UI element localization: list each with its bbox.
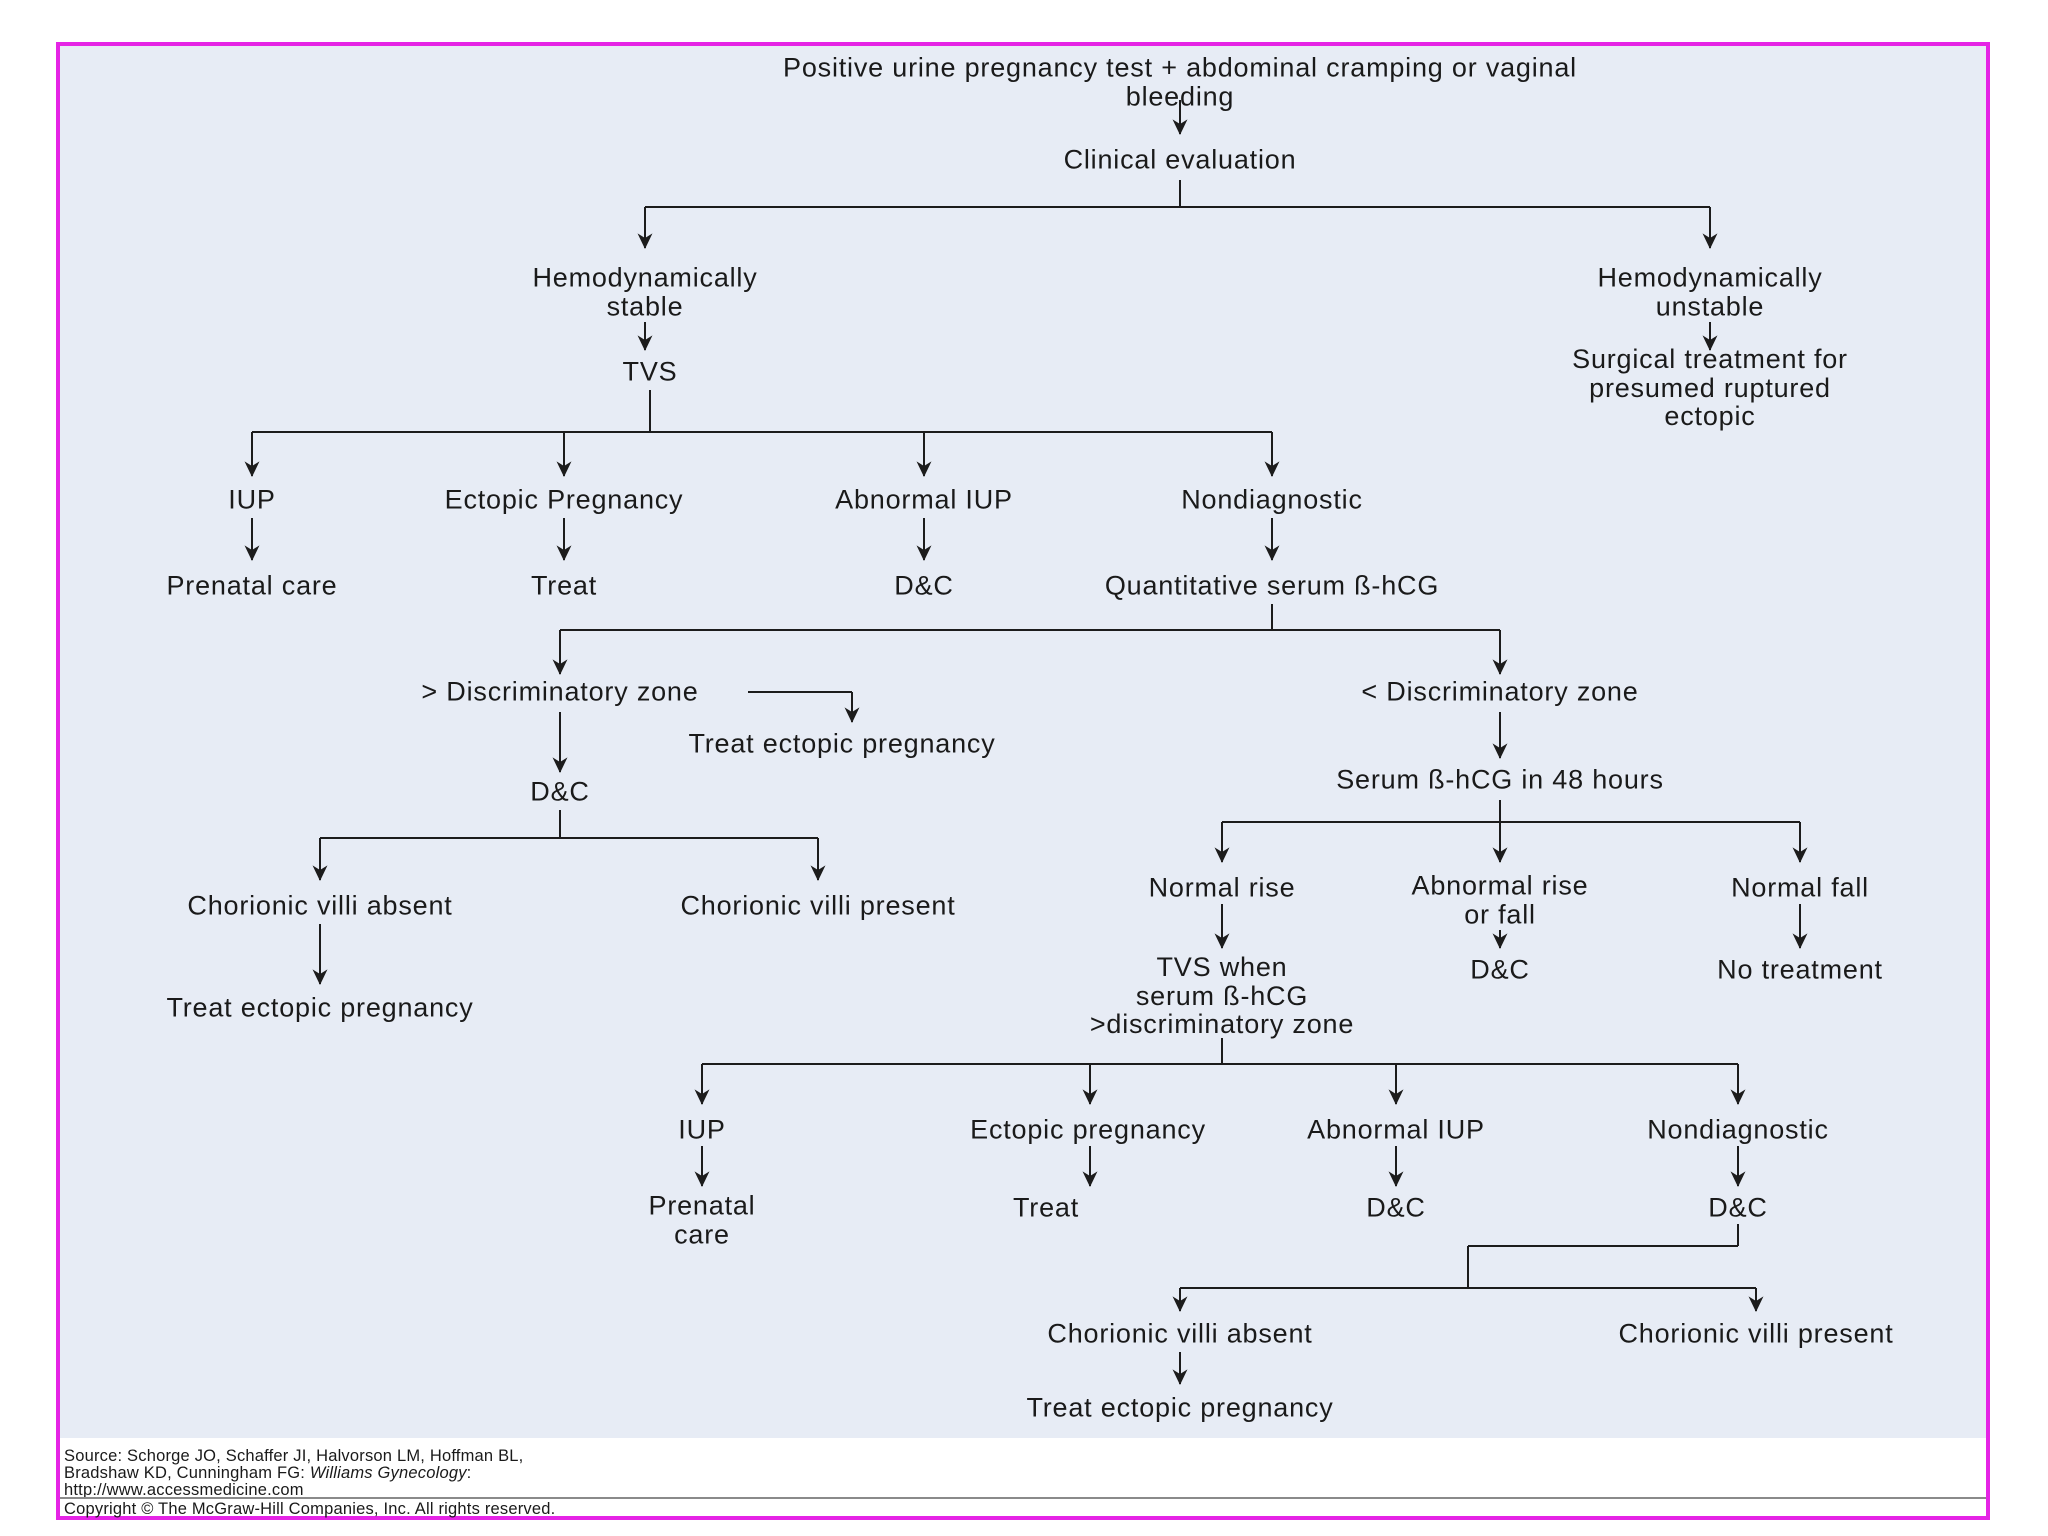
node-prenatal-care-1: Prenatal care (166, 570, 338, 601)
node-tvs-when: TVS when serum ß-hCG >discriminatory zon… (1089, 952, 1355, 1040)
node-treat-ectopic-2: Treat ectopic pregnancy (1026, 1392, 1334, 1423)
node-chorionic-villi-absent-2: Chorionic villi absent (1047, 1318, 1313, 1349)
node-dc-2: D&C (530, 776, 590, 807)
source-line-1: Source: Schorge JO, Schaffer JI, Halvors… (64, 1447, 524, 1465)
node-surgical-treatment: Surgical treatment for presumed ruptured… (1572, 344, 1848, 432)
node-dc-4: D&C (1366, 1192, 1426, 1223)
copyright-line: Copyright © The McGraw-Hill Companies, I… (64, 1500, 556, 1518)
node-gt-discriminatory-zone: > Discriminatory zone (421, 676, 699, 707)
connector-lines (244, 100, 1808, 1386)
node-iup-1: IUP (228, 484, 276, 515)
node-iup-2: IUP (678, 1114, 726, 1145)
node-start-condition: Positive urine pregnancy test + abdomina… (783, 52, 1577, 111)
node-chorionic-villi-absent-1: Chorionic villi absent (187, 890, 453, 921)
node-chorionic-villi-present-1: Chorionic villi present (680, 890, 956, 921)
flowchart-panel-background (60, 46, 1986, 1438)
node-clinical-evaluation: Clinical evaluation (1063, 144, 1297, 175)
source-url: http://www.accessmedicine.com (64, 1481, 304, 1499)
copyright-divider (60, 1497, 1986, 1499)
node-ectopic-pregnancy-2: Ectopic pregnancy (970, 1114, 1206, 1145)
source-line-2-suffix: : (466, 1464, 472, 1482)
source-line-2-prefix: Bradshaw KD, Cunningham FG: (64, 1464, 310, 1482)
node-quantitative-serum-bhcg: Quantitative serum ß-hCG (1104, 570, 1440, 601)
node-treat-2: Treat (1012, 1192, 1080, 1223)
node-hemodynamically-unstable: Hemodynamically unstable (1597, 262, 1823, 321)
node-no-treatment: No treatment (1717, 954, 1883, 985)
node-ectopic-pregnancy-1: Ectopic Pregnancy (444, 484, 684, 515)
node-tvs: TVS (622, 356, 678, 387)
node-hemodynamically-stable: Hemodynamically stable (532, 262, 758, 321)
node-chorionic-villi-present-2: Chorionic villi present (1618, 1318, 1894, 1349)
node-prenatal-care-2: Prenatal care (648, 1190, 756, 1249)
node-dc-3: D&C (1470, 954, 1530, 985)
node-normal-fall: Normal fall (1731, 872, 1869, 903)
node-normal-rise: Normal rise (1148, 872, 1296, 903)
node-dc-1: D&C (894, 570, 954, 601)
node-abnormal-iup-2: Abnormal IUP (1307, 1114, 1485, 1145)
node-nondiagnostic-2: Nondiagnostic (1647, 1114, 1829, 1145)
node-dc-5: D&C (1708, 1192, 1768, 1223)
source-book-title: Williams Gynecology (309, 1464, 467, 1482)
node-treat-ectopic-1: Treat ectopic pregnancy (166, 992, 474, 1023)
source-line-2: Bradshaw KD, Cunningham FG: Williams Gyn… (64, 1465, 471, 1482)
node-treat-ectopic-side: Treat ectopic pregnancy (688, 728, 996, 759)
node-lt-discriminatory-zone: < Discriminatory zone (1361, 676, 1639, 707)
node-nondiagnostic-1: Nondiagnostic (1181, 484, 1363, 515)
node-abnormal-iup-1: Abnormal IUP (835, 484, 1013, 515)
node-abnormal-rise-or-fall: Abnormal rise or fall (1411, 870, 1589, 929)
node-treat-1: Treat (530, 570, 598, 601)
node-serum-bhcg-48h: Serum ß-hCG in 48 hours (1336, 764, 1664, 795)
